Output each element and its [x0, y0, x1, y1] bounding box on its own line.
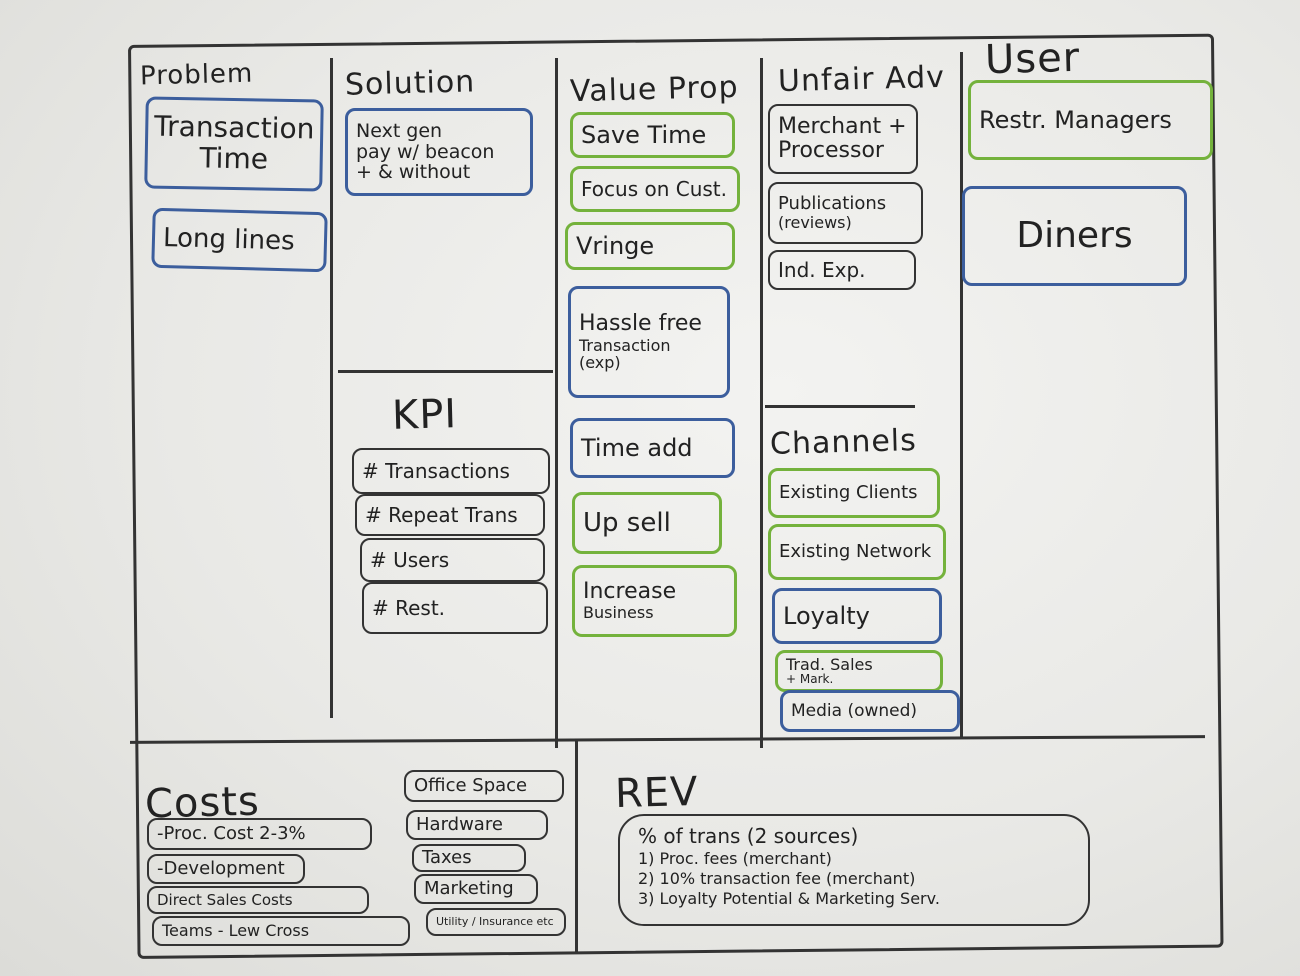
sticky-note-focus-on-cust: Focus on Cust.: [570, 166, 740, 212]
note-text: Long lines: [162, 222, 296, 257]
channel-existing-clients: Existing Clients: [768, 468, 940, 518]
note-text: Processor: [778, 138, 884, 163]
note-text: Hassle free: [579, 311, 702, 337]
note-text: Diners: [1016, 215, 1133, 257]
sticky-note-transaction-time: Transaction Time: [144, 96, 324, 192]
note-text: Media (owned): [791, 700, 918, 721]
sticky-note-merchant-processor: Merchant + Processor: [768, 104, 918, 174]
note-text: Marketing: [424, 878, 514, 900]
heading-channels: Channels: [769, 423, 918, 462]
note-text: -Development: [157, 858, 285, 880]
note-text: Office Space: [414, 775, 528, 797]
heading-value-prop: Value Prop: [569, 69, 739, 110]
channel-existing-network: Existing Network: [768, 524, 946, 580]
cost-office-space: Office Space: [404, 770, 564, 802]
sticky-note-long-lines: Long lines: [151, 207, 328, 273]
note-text: Transaction: [153, 109, 315, 146]
sticky-note-vringe: Vringe: [565, 222, 735, 270]
cost-development: -Development: [147, 854, 305, 884]
note-text: # Repeat Trans: [365, 503, 518, 527]
note-text: Restr. Managers: [979, 105, 1172, 134]
kpi-rest: # Rest.: [362, 582, 548, 634]
note-text: Time: [199, 141, 269, 176]
note-text: # Users: [370, 548, 450, 572]
note-text: Transaction: [579, 335, 671, 355]
note-text: Direct Sales Costs: [157, 890, 293, 909]
sticky-note-ind-exp: Ind. Exp.: [768, 250, 916, 290]
heading-solution: Solution: [344, 64, 476, 103]
note-text: (exp): [579, 353, 621, 373]
kpi-users: # Users: [360, 538, 545, 582]
note-text: # Transactions: [362, 459, 510, 483]
note-text: (reviews): [778, 213, 852, 233]
sticky-note-diners: Diners: [962, 186, 1187, 286]
sticky-note-next-gen-pay: Next gen pay w/ beacon + & without: [345, 108, 533, 196]
kpi-transactions: # Transactions: [352, 448, 550, 494]
rev-line-4: 3) Loyalty Potential & Marketing Serv.: [638, 889, 940, 908]
divider-solution-kpi: [338, 370, 553, 373]
divider-problem-solution: [330, 58, 333, 718]
heading-unfair-adv: Unfair Adv: [777, 59, 946, 100]
note-text: + Mark.: [786, 672, 834, 687]
note-text: + & without: [356, 161, 471, 184]
cost-hardware: Hardware: [406, 810, 548, 840]
heading-rev: REV: [614, 768, 700, 818]
note-text: Increase: [583, 579, 677, 605]
note-text: Next gen: [356, 119, 443, 142]
note-text: Hardware: [416, 814, 503, 836]
note-text: Vringe: [576, 231, 655, 260]
note-text: Teams - Lew Cross: [162, 921, 310, 941]
note-text: Loyalty: [783, 601, 870, 630]
sticky-note-increase-business: Increase Business: [572, 565, 737, 637]
rev-line-1: % of trans (2 sources): [638, 824, 859, 848]
sticky-note-time-add: Time add: [570, 418, 735, 478]
note-text: Business: [583, 603, 654, 623]
note-text: Publications: [778, 193, 887, 215]
note-text: Focus on Cust.: [581, 177, 728, 201]
divider-costs-rev: [575, 740, 578, 952]
note-text: Trad. Sales: [786, 654, 873, 674]
revenue-box: % of trans (2 sources) 1) Proc. fees (me…: [618, 814, 1090, 926]
cost-proc-cost: -Proc. Cost 2-3%: [147, 818, 372, 850]
kpi-repeat-trans: # Repeat Trans: [355, 494, 545, 536]
divider-valueprop-unfair: [760, 58, 763, 748]
note-text: Existing Network: [779, 541, 932, 563]
heading-problem: Problem: [139, 58, 254, 92]
rev-line-3: 2) 10% transaction fee (merchant): [638, 869, 916, 888]
cost-teams: Teams - Lew Cross: [152, 916, 410, 946]
note-text: pay w/ beacon: [356, 140, 495, 163]
divider-unfair-channels: [765, 405, 915, 408]
note-text: Up sell: [583, 507, 671, 538]
sticky-note-hassle-free: Hassle free Transaction (exp): [568, 286, 730, 398]
note-text: Utility / Insurance etc: [436, 914, 554, 928]
divider-solution-valueprop: [555, 58, 558, 748]
sticky-note-save-time: Save Time: [570, 112, 735, 158]
cost-direct-sales: Direct Sales Costs: [147, 886, 369, 914]
note-text: Ind. Exp.: [778, 258, 866, 282]
note-text: Time add: [581, 433, 693, 462]
heading-user: User: [984, 34, 1081, 84]
cost-marketing: Marketing: [414, 874, 538, 904]
cost-utility-insurance: Utility / Insurance etc: [426, 908, 566, 936]
rev-line-2: 1) Proc. fees (merchant): [638, 849, 832, 868]
note-text: Merchant +: [778, 113, 907, 139]
sticky-note-up-sell: Up sell: [572, 492, 722, 554]
note-text: # Rest.: [372, 596, 446, 620]
note-text: Taxes: [422, 847, 472, 869]
sticky-note-restr-managers: Restr. Managers: [968, 80, 1213, 160]
note-text: -Proc. Cost 2-3%: [157, 823, 306, 845]
sticky-note-publications: Publications (reviews): [768, 182, 923, 244]
divider-unfair-user: [960, 52, 963, 737]
note-text: Existing Clients: [779, 482, 918, 504]
cost-taxes: Taxes: [412, 844, 526, 872]
heading-kpi: KPI: [391, 391, 458, 439]
channel-loyalty: Loyalty: [772, 588, 942, 644]
channel-trad-sales: Trad. Sales + Mark.: [775, 650, 943, 692]
note-text: Save Time: [581, 120, 707, 149]
channel-media-owned: Media (owned): [780, 690, 960, 732]
